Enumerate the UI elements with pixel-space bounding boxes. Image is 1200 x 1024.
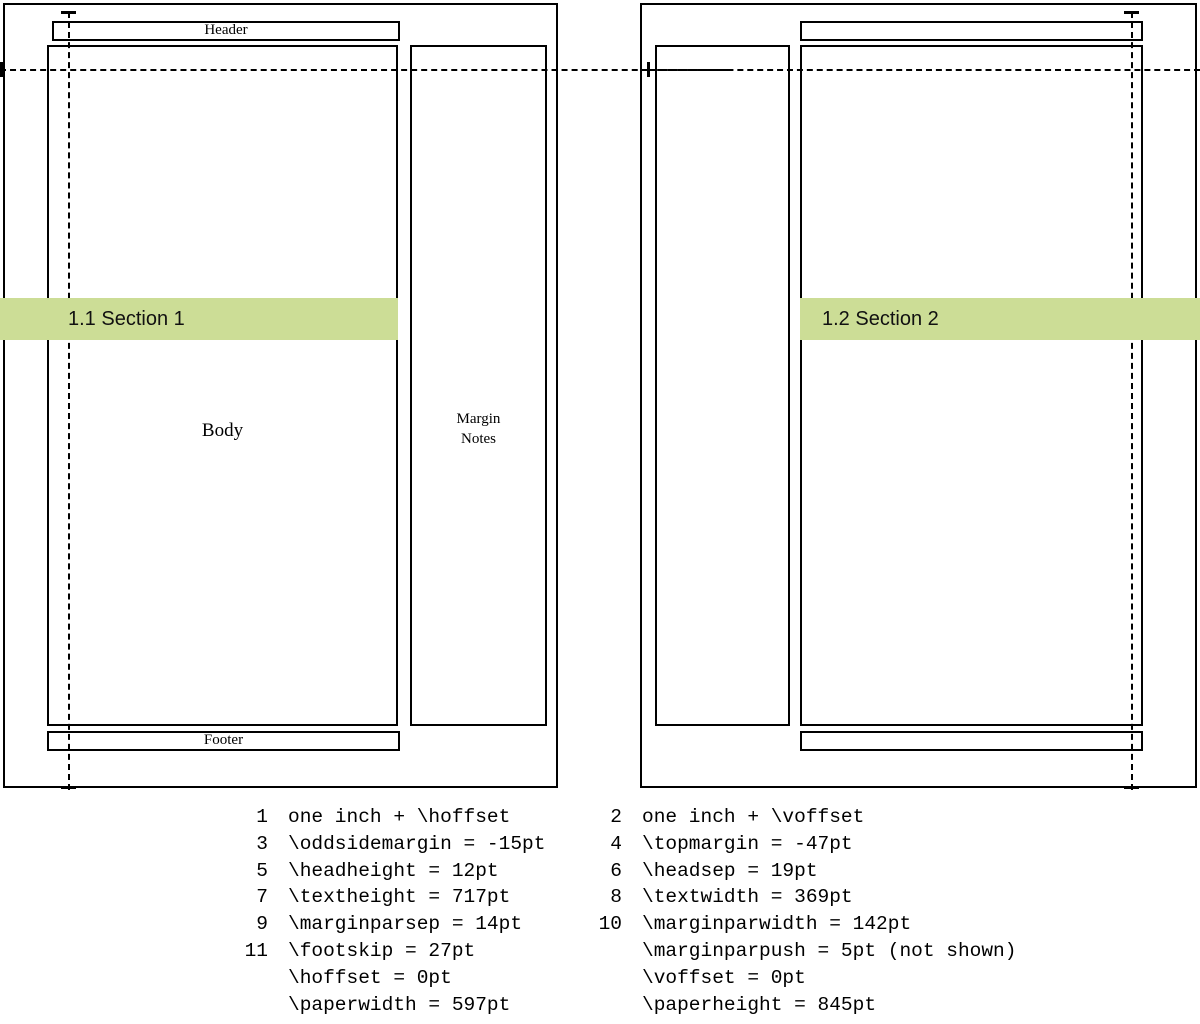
legend-row: 9 \marginparsep = 14pt [226, 913, 545, 940]
legend-row: 4 \topmargin = -47pt [580, 833, 1016, 860]
legend-column-left: 1 one inch + \hoffset 3 \oddsidemargin = -1… [226, 806, 546, 1021]
legend-row-text: \textwidth = 369pt [642, 886, 853, 909]
legend-row: \paperheight = 845pt [580, 994, 1016, 1021]
legend-row-number: 7 [256, 886, 268, 909]
left-marginnotes-box: Margin Notes [410, 45, 547, 726]
legend-row-text: \hoffset = 0pt [288, 966, 452, 989]
legend-row: 8 \textwidth = 369pt [580, 886, 1016, 913]
legend-row: \paperwidth = 597pt [226, 994, 545, 1021]
left-footer-label: Footer [203, 732, 244, 749]
legend-row-text: \marginparwidth = 142pt [642, 913, 912, 936]
left-guide-left-tick [0, 62, 3, 77]
left-body-label: Body [201, 420, 244, 441]
legend-row-number: 1 [256, 806, 268, 828]
left-footer-box: Footer [47, 731, 400, 751]
legend-row: 3 \oddsidemargin = -15pt [226, 833, 545, 860]
legend-row-text: \paperwidth = 597pt [288, 993, 511, 1016]
legend-row: 1 one inch + \hoffset [226, 806, 545, 833]
legend-row-text: \headsep = 19pt [642, 859, 818, 882]
right-guide-bottom-tick [1124, 786, 1139, 789]
legend-row: 5 \headheight = 12pt [226, 860, 545, 887]
left-body-box: Body [47, 45, 398, 726]
legend-row: 6 \headsep = 19pt [580, 860, 1016, 887]
legend-row-text: \oddsidemargin = -15pt [288, 832, 546, 855]
left-marginnotes-label-line2: Notes [461, 431, 496, 447]
legend-row-text: \footskip = 27pt [288, 939, 476, 962]
right-marginnotes-box [655, 45, 790, 726]
legend-row-number: 2 [610, 806, 622, 828]
right-page-vertical-guide [1131, 12, 1133, 790]
left-page-vertical-guide [68, 12, 70, 790]
legend-row-number: 3 [256, 832, 268, 855]
legend-row-number: 4 [610, 832, 622, 855]
left-page-frame [3, 3, 558, 788]
section-band-1-label: 1.1 Section 1 [68, 307, 185, 330]
parameter-legend: 1 one inch + \hoffset 3 \oddsidemargin = -1… [0, 806, 1200, 1024]
left-header-box: Header [52, 21, 400, 41]
right-guide-left-tick [647, 62, 650, 77]
right-page-horizontal-guide [648, 69, 1200, 71]
section-band-2-label: 1.2 Section 2 [822, 307, 939, 330]
legend-row-text: \marginparpush = 5pt (not shown) [642, 939, 1017, 962]
page-layout-diagram: Header Body Margin Notes Footer 1.1 Sect… [0, 3, 1200, 790]
right-body-box [800, 45, 1143, 726]
legend-row-text: \paperheight = 845pt [642, 993, 877, 1016]
legend-row-text: \voffset = 0pt [642, 966, 806, 989]
section-band-2: 1.2 Section 2 [800, 298, 1200, 340]
legend-row-number: 8 [610, 886, 622, 909]
legend-row-text: \headheight = 12pt [288, 859, 499, 882]
legend-row: 2 one inch + \voffset [580, 806, 1016, 833]
left-guide-top-tick [61, 11, 76, 14]
legend-row-number: 5 [256, 859, 268, 882]
legend-row: 7 \textheight = 717pt [226, 886, 545, 913]
legend-row-text: one inch + \voffset [642, 806, 865, 828]
legend-row-number: 10 [598, 913, 622, 936]
section-band-1: 1.1 Section 1 [0, 298, 398, 340]
legend-row-text: \marginparsep = 14pt [288, 913, 523, 936]
legend-row: \hoffset = 0pt [226, 967, 545, 994]
left-guide-bottom-tick [61, 786, 76, 789]
legend-row-number: 9 [256, 913, 268, 936]
right-guide-top-tick [1124, 11, 1139, 14]
left-header-label: Header [204, 22, 248, 39]
right-header-box [800, 21, 1143, 41]
legend-row: \voffset = 0pt [580, 967, 1016, 994]
left-page-horizontal-guide [0, 69, 728, 71]
right-page-frame [640, 3, 1197, 788]
legend-row: \marginparpush = 5pt (not shown) [580, 940, 1016, 967]
legend-column-right: 2 one inch + \voffset 4 \topmargin = -47pt 6… [580, 806, 1017, 1021]
legend-row: 10 \marginparwidth = 142pt [580, 913, 1016, 940]
legend-row-text: one inch + \hoffset [288, 806, 511, 828]
legend-row-number: 11 [244, 939, 268, 962]
legend-row-text: \topmargin = -47pt [642, 832, 853, 855]
legend-row-number: 6 [610, 859, 622, 882]
legend-row-text: \textheight = 717pt [288, 886, 511, 909]
left-marginnotes-label-line1: Margin [456, 411, 501, 427]
right-footer-box [800, 731, 1143, 751]
legend-row: 11 \footskip = 27pt [226, 940, 545, 967]
